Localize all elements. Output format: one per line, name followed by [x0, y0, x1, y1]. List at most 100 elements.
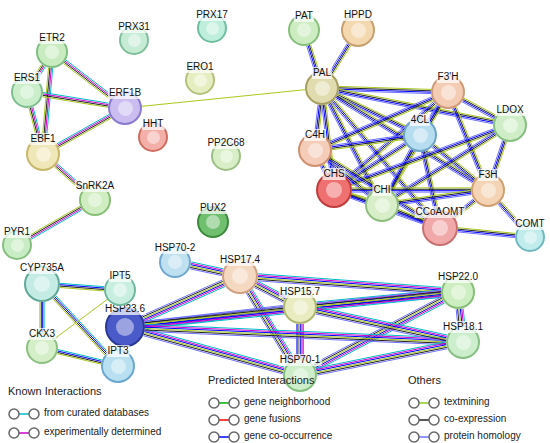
- protein-node: F3H: [471, 173, 505, 207]
- protein-node: SnRK2A: [79, 184, 111, 216]
- structure-icon: [128, 34, 141, 47]
- interaction-edge: [63, 60, 112, 99]
- evidence-line: [317, 309, 447, 337]
- structure-icon: [116, 318, 134, 336]
- evidence-line: [332, 138, 403, 148]
- evidence-line: [142, 90, 305, 107]
- evidence-line: [390, 150, 412, 190]
- evidence-line: [399, 193, 471, 203]
- evidence-line: [464, 98, 496, 115]
- protein-node: PYR1: [2, 230, 32, 260]
- structure-icon: [11, 239, 24, 252]
- interaction-edge: [43, 93, 109, 108]
- interaction-edge: [316, 307, 447, 342]
- structure-icon: [168, 255, 182, 269]
- evidence-line: [352, 190, 471, 191]
- evidence-line: [58, 116, 110, 145]
- evidence-line: [246, 293, 288, 362]
- evidence-line: [58, 351, 102, 361]
- structure-icon: [20, 85, 34, 99]
- evidence-line: [57, 352, 101, 362]
- evidence-line: [302, 324, 303, 358]
- evidence-line: [352, 189, 471, 190]
- protein-node: HHT: [138, 122, 168, 152]
- evidence-line: [145, 330, 284, 368]
- protein-node: CCoAOMT: [422, 210, 458, 246]
- interaction-edge: [29, 206, 82, 239]
- interaction-edge: [336, 94, 405, 130]
- legend-text: gene fusions: [244, 413, 301, 424]
- evidence-line: [332, 137, 403, 147]
- legend-text: protein homology: [444, 430, 521, 441]
- evidence-line: [458, 231, 515, 237]
- interaction-edge: [458, 228, 516, 238]
- evidence-line: [303, 324, 304, 358]
- evidence-line: [58, 350, 102, 360]
- protein-label: ETR2: [38, 32, 66, 44]
- evidence-line: [143, 283, 223, 319]
- interaction-edge: [462, 98, 496, 119]
- evidence-line: [144, 333, 283, 371]
- protein-label: HSP22.0: [437, 271, 479, 283]
- evidence-line: [31, 210, 82, 240]
- evidence-line: [346, 102, 433, 177]
- protein-node: PUX2: [197, 206, 229, 238]
- protein-node: ETR2: [36, 36, 68, 68]
- protein-node: ERF1B: [108, 91, 142, 125]
- evidence-line: [55, 300, 107, 339]
- evidence-line: [352, 187, 471, 188]
- evidence-line: [317, 307, 447, 335]
- protein-label: EBF1: [29, 133, 56, 145]
- protein-label: F3H: [478, 169, 499, 181]
- protein-label: HSP18.1: [442, 321, 484, 333]
- protein-node: CKX3: [26, 332, 58, 364]
- protein-label: PRX31: [117, 21, 151, 33]
- protein-label: PAT: [294, 10, 314, 22]
- evidence-line: [463, 101, 495, 118]
- interaction-edge: [60, 283, 104, 291]
- evidence-line: [317, 311, 447, 339]
- protein-node: CHI: [365, 188, 399, 222]
- protein-label: ERS1: [13, 72, 41, 84]
- structure-icon: [308, 143, 323, 158]
- evidence-line: [316, 314, 446, 342]
- evidence-line: [399, 195, 471, 205]
- interaction-edge: [57, 350, 102, 365]
- structure-icon: [35, 341, 49, 355]
- evidence-line: [424, 152, 437, 211]
- evidence-line: [297, 324, 298, 358]
- evidence-line: [56, 296, 108, 352]
- evidence-line: [462, 102, 494, 119]
- evidence-line: [30, 209, 81, 239]
- protein-node: 4CL: [403, 118, 437, 152]
- evidence-line: [463, 99, 495, 116]
- protein-node: CHS: [316, 172, 352, 208]
- evidence-line: [66, 60, 113, 96]
- protein-node: C4H: [298, 133, 332, 167]
- protein-label: PRX17: [195, 9, 229, 21]
- evidence-line: [333, 46, 351, 75]
- structure-icon: [456, 335, 471, 350]
- evidence-line: [57, 354, 101, 364]
- evidence-line: [63, 63, 110, 99]
- evidence-line: [300, 324, 301, 358]
- evidence-line: [316, 343, 446, 369]
- protein-node: HSP22.0: [441, 275, 475, 309]
- structure-icon: [206, 215, 220, 229]
- protein-node: LDOX: [493, 108, 527, 142]
- evidence-line: [317, 310, 447, 338]
- evidence-line: [45, 68, 51, 137]
- structure-icon: [441, 85, 456, 100]
- evidence-line: [332, 140, 403, 150]
- evidence-line: [143, 336, 282, 374]
- evidence-line: [142, 281, 222, 317]
- legend-text: from curated databases: [44, 407, 149, 418]
- protein-label: SnRK2A: [75, 180, 115, 192]
- evidence-line: [42, 68, 48, 137]
- protein-node: PP2C68: [211, 141, 241, 171]
- evidence-line: [43, 97, 108, 108]
- protein-node: IPT5: [104, 274, 136, 306]
- interaction-edge: [297, 324, 304, 358]
- protein-label: HSP70-2: [154, 242, 197, 254]
- legend-text: gene neighborhood: [244, 396, 330, 407]
